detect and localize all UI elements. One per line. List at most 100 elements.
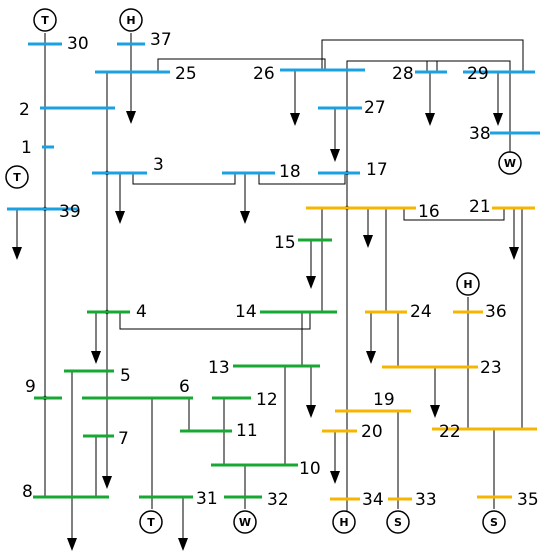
bus-33: 33 bbox=[388, 490, 437, 510]
bus-label: 36 bbox=[485, 302, 507, 322]
bus-19: 19 bbox=[335, 390, 411, 413]
load-arrow bbox=[493, 72, 503, 126]
bus-label: 11 bbox=[236, 421, 258, 441]
bus-20: 20 bbox=[322, 422, 383, 442]
load-arrow bbox=[306, 240, 316, 289]
bus-label: 17 bbox=[366, 160, 388, 180]
line-network bbox=[44, 33, 524, 522]
load-arrow bbox=[425, 72, 435, 126]
bus-label: 16 bbox=[418, 202, 440, 222]
load-arrow bbox=[115, 173, 125, 224]
bus-38: 38 bbox=[469, 124, 540, 144]
generator-symbol: T bbox=[147, 516, 155, 529]
bus-label: 14 bbox=[235, 302, 257, 322]
bus-label: 21 bbox=[469, 197, 491, 217]
bus-10: 10 bbox=[211, 459, 321, 479]
transmission-line bbox=[321, 39, 524, 72]
bus-label: 7 bbox=[118, 429, 129, 449]
load-arrow bbox=[240, 173, 250, 224]
transmission-line bbox=[132, 173, 236, 185]
load-arrow bbox=[430, 367, 440, 418]
bus-label: 39 bbox=[59, 202, 81, 222]
thermal-generator-icon: T bbox=[5, 165, 29, 189]
bus-25: 25 bbox=[95, 64, 197, 84]
bus-24: 24 bbox=[365, 302, 432, 322]
solar-generator-icon: S bbox=[482, 510, 506, 534]
bus-label: 31 bbox=[196, 489, 218, 509]
bus-label: 32 bbox=[267, 490, 289, 510]
thermal-generator-icon: T bbox=[139, 510, 163, 534]
bus-26: 26 bbox=[253, 64, 365, 84]
hydro-generator-icon: H bbox=[119, 8, 143, 32]
bus-label: 38 bbox=[469, 124, 491, 144]
bus-label: 33 bbox=[415, 490, 437, 510]
hydro-generator-icon: H bbox=[456, 272, 480, 296]
bus-15: 15 bbox=[274, 233, 332, 253]
bus-label: 34 bbox=[362, 490, 384, 510]
transmission-line bbox=[258, 173, 346, 185]
bus-label: 28 bbox=[392, 64, 414, 84]
bus-11: 11 bbox=[180, 421, 258, 441]
generators: T H T W H T W H S S bbox=[5, 8, 522, 534]
bus-27: 27 bbox=[318, 98, 386, 118]
bus-label: 30 bbox=[67, 34, 89, 54]
load-arrow bbox=[330, 431, 340, 484]
load-arrow bbox=[366, 312, 376, 364]
bus-label: 23 bbox=[480, 358, 502, 378]
generator-symbol: H bbox=[126, 14, 135, 27]
bus-13: 13 bbox=[208, 358, 320, 378]
bus-9: 9 bbox=[25, 377, 62, 400]
bus-17: 17 bbox=[318, 160, 388, 180]
transmission-line bbox=[403, 208, 505, 221]
bus-23: 23 bbox=[382, 358, 502, 378]
bus-34: 34 bbox=[330, 490, 384, 510]
bus-8: 8 bbox=[22, 482, 109, 502]
bus-label: 20 bbox=[361, 422, 383, 442]
bus-2: 2 bbox=[19, 100, 115, 120]
hydro-generator-icon: H bbox=[332, 510, 356, 534]
bus-label: 27 bbox=[364, 98, 386, 118]
bus-label: 6 bbox=[179, 377, 190, 397]
bus-label: 10 bbox=[299, 459, 321, 479]
bus-1: 1 bbox=[21, 138, 54, 158]
bus-16: 16 bbox=[306, 202, 440, 222]
bus-3: 3 bbox=[92, 155, 164, 175]
wind-generator-icon: W bbox=[498, 151, 522, 175]
bus-30: 30 bbox=[28, 34, 89, 54]
generator-symbol: W bbox=[239, 516, 251, 529]
generator-symbol: H bbox=[339, 516, 348, 529]
bus-28: 28 bbox=[392, 64, 447, 84]
bus-label: 29 bbox=[467, 64, 489, 84]
load-arrow bbox=[178, 497, 188, 551]
bus-7: 7 bbox=[83, 429, 129, 449]
bus-label: 5 bbox=[120, 366, 131, 386]
bus-label: 18 bbox=[279, 162, 301, 182]
bus-22: 22 bbox=[432, 422, 537, 442]
load-arrow bbox=[509, 208, 519, 260]
generator-symbol: H bbox=[463, 278, 472, 291]
bus-label: 9 bbox=[25, 377, 36, 397]
generator-symbol: T bbox=[13, 171, 21, 184]
bus-label: 1 bbox=[21, 138, 32, 158]
transmission-line bbox=[426, 60, 511, 153]
bus-4: 4 bbox=[87, 302, 147, 322]
bus-37: 37 bbox=[117, 30, 172, 50]
generator-symbol: T bbox=[41, 14, 49, 27]
bus-32: 32 bbox=[224, 490, 289, 510]
bus-label: 22 bbox=[439, 422, 461, 442]
load-arrow bbox=[67, 497, 77, 551]
load-arrow bbox=[12, 209, 22, 260]
bus-label: 37 bbox=[150, 30, 172, 50]
load-arrow bbox=[102, 436, 112, 489]
bus-6: 6 bbox=[82, 377, 193, 400]
bus-14: 14 bbox=[235, 302, 337, 322]
generator-symbol: S bbox=[394, 516, 402, 529]
transmission-line bbox=[157, 58, 326, 72]
wind-generator-icon: W bbox=[233, 510, 257, 534]
load-arrow bbox=[306, 366, 316, 418]
load-arrow bbox=[91, 312, 101, 364]
bus-39: 39 bbox=[7, 202, 81, 222]
bus-label: 2 bbox=[19, 100, 30, 120]
bus-label: 12 bbox=[256, 390, 278, 410]
